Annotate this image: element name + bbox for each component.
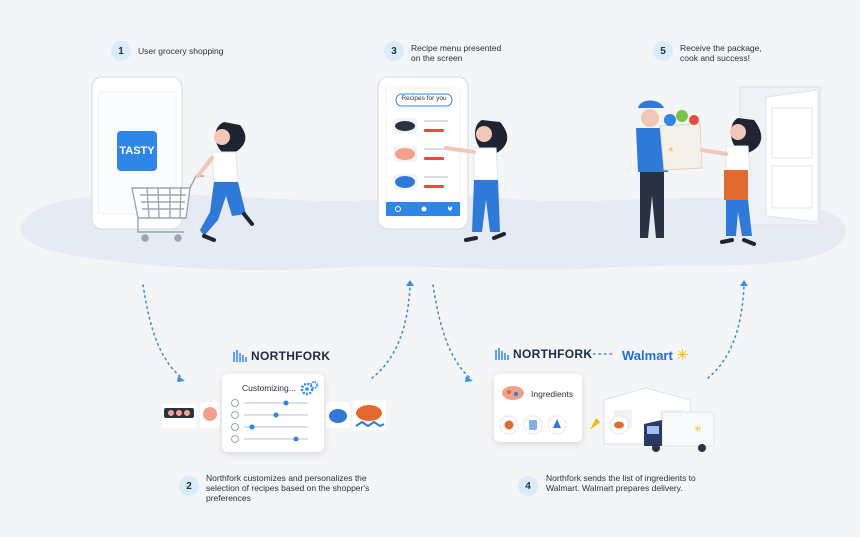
svg-text:✳: ✳ <box>694 425 702 435</box>
gears-icon <box>300 381 318 396</box>
arrow-head <box>406 280 414 286</box>
step-1-number: 1 <box>111 41 131 61</box>
walmart-logo: Walmart ✳ <box>622 346 688 364</box>
walmart-spark-icon: ✳ <box>675 346 689 364</box>
recipe-dish-icon <box>502 386 524 400</box>
ingredients-title: Ingredients <box>531 389 574 399</box>
svg-text:✳: ✳ <box>668 146 674 154</box>
northfork-logo-secondary: NORTHFORK <box>495 347 592 361</box>
customizing-card: Customizing... <box>222 374 324 452</box>
step-5-text: Receive the package, cook and success! <box>680 43 762 63</box>
step-2-number: 2 <box>179 476 199 496</box>
ingredient-icons <box>499 415 567 435</box>
arrow-2-to-3 <box>371 284 411 379</box>
customizing-title: Customizing... <box>242 383 296 393</box>
tasty-app-logo: TASTY <box>117 131 157 171</box>
step-2-text: Northfork customizes and personalizes th… <box>206 473 370 503</box>
step-3-number: 3 <box>384 41 404 61</box>
walmart-logo-text: Walmart <box>622 347 673 363</box>
recipe-thumbnails-left <box>162 402 220 428</box>
cloud-band <box>20 194 846 271</box>
delivery-man-illustration <box>636 100 692 238</box>
recipe-thumbnails-right <box>326 400 386 430</box>
delivery-truck-icon: ✳ <box>644 411 715 452</box>
step-4-number: 4 <box>518 476 538 496</box>
phone-2 <box>377 76 469 230</box>
northfork-logo-text: NORTHFORK <box>513 347 593 361</box>
northfork-logo: NORTHFORK <box>233 349 330 363</box>
arrow-head <box>177 376 185 382</box>
preference-sliders <box>231 399 308 443</box>
ingredients-card: Ingredients <box>494 374 582 442</box>
arrow-1-to-2 <box>142 284 183 379</box>
step-5-number: 5 <box>653 41 673 61</box>
grocery-bag-icon: ✳ <box>659 110 703 171</box>
arrow-3-to-4 <box>432 284 471 379</box>
extra-ingredient-icons <box>590 415 629 435</box>
woman-receiving-illustration <box>700 118 762 246</box>
shopping-cart-icon <box>131 175 204 242</box>
recipes-header: Recipes for you <box>401 95 447 102</box>
step-1-text: User grocery shopping <box>138 46 224 56</box>
arrow-head <box>465 376 473 382</box>
open-door <box>739 86 821 226</box>
woman-pointing-illustration <box>444 120 508 242</box>
northfork-mark-icon <box>495 348 509 360</box>
step-3-text: Recipe menu presented on the screen <box>411 43 502 63</box>
step-4-text: Northfork sends the list of ingredients … <box>546 473 696 493</box>
arrow-4-to-5 <box>707 284 745 379</box>
northfork-mark-icon <box>233 350 247 362</box>
northfork-logo-text: NORTHFORK <box>251 349 331 363</box>
woman-shopper-illustration <box>196 122 254 242</box>
arrow-head <box>740 280 748 286</box>
